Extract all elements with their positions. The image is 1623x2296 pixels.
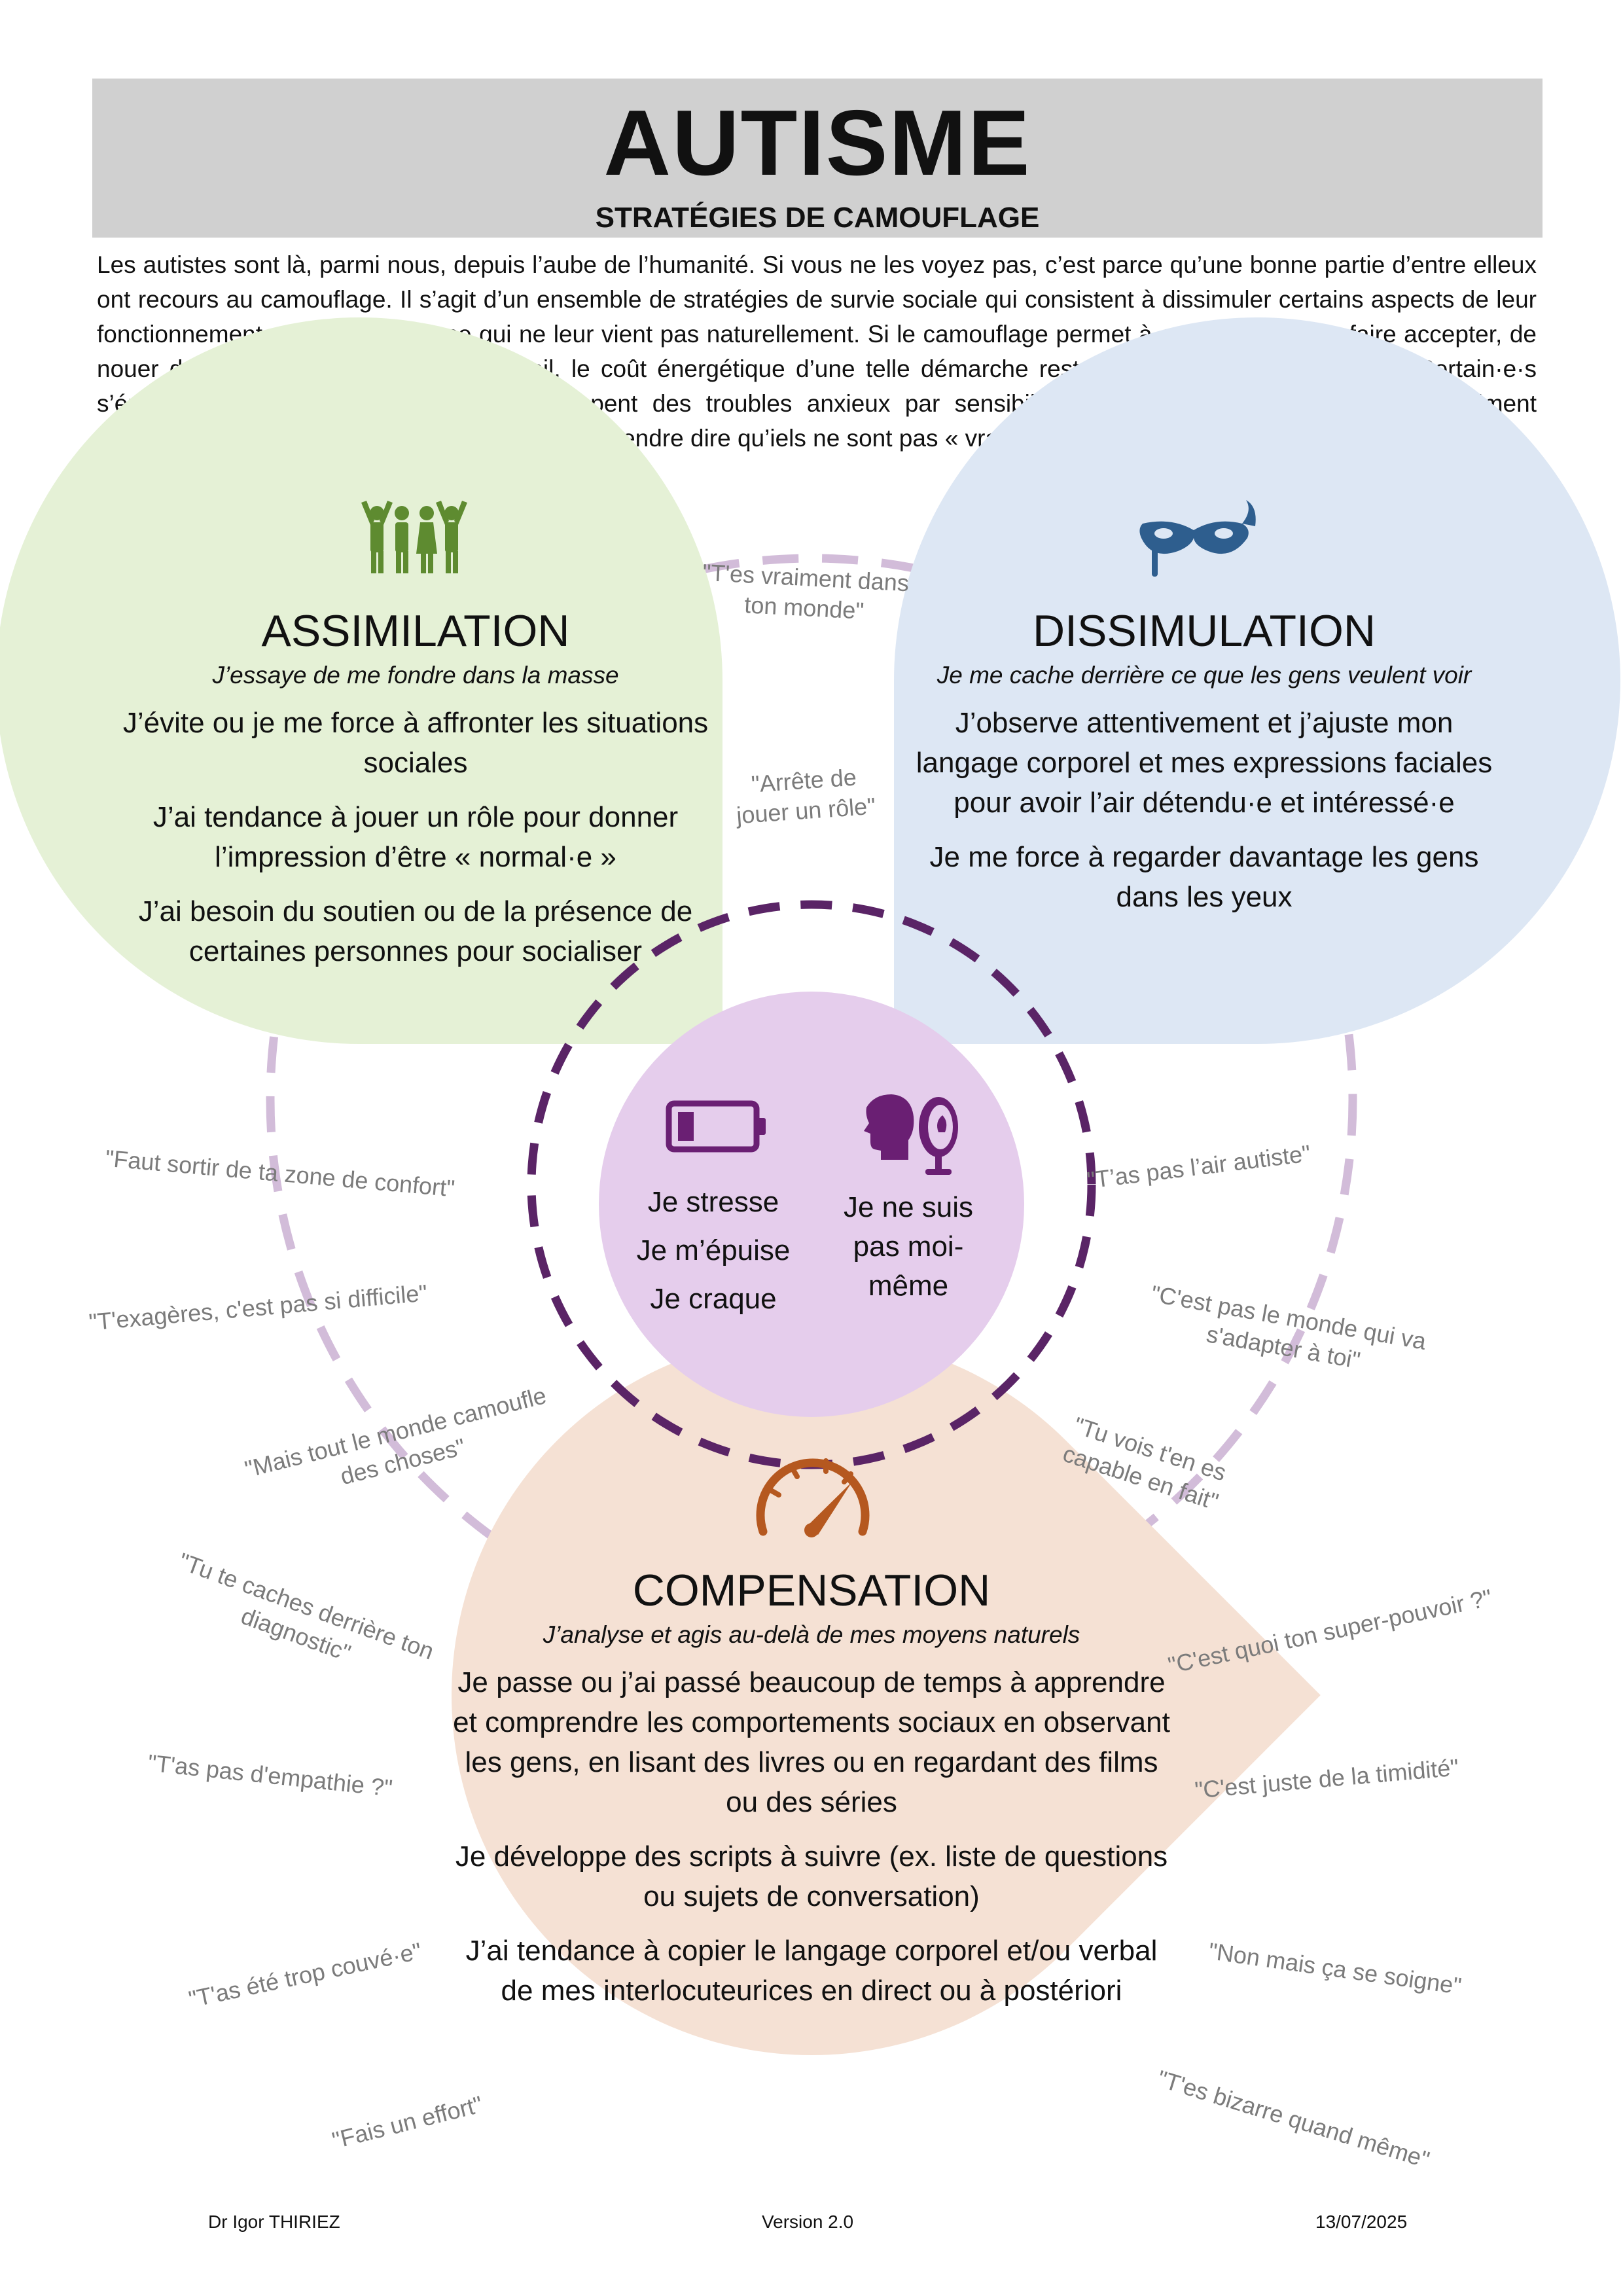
- compensation-item: J’ai tendance à copier le langage corpor…: [465, 1935, 1158, 2007]
- footer-version: Version 2.0: [762, 2212, 854, 2232]
- face-mirror-icon: [864, 1094, 958, 1175]
- quote-label: "T'es vraiment dans ton monde": [702, 558, 910, 624]
- center-circle: [599, 992, 1024, 1417]
- footer-author: Dr Igor THIRIEZ: [208, 2212, 340, 2232]
- page-subtitle: STRATÉGIES DE CAMOUFLAGE: [595, 202, 1040, 234]
- dissimulation-item: J’observe attentivement et j’ajuste mon …: [916, 707, 1493, 819]
- assimilation-subtitle: J’essaye de me fondre dans la masse: [212, 662, 619, 689]
- center-right-text: Je ne suis pas moi-même: [843, 1191, 974, 1302]
- header-banner: AUTISME STRATÉGIES DE CAMOUFLAGE: [92, 79, 1543, 238]
- speedometer-icon: [756, 1458, 870, 1537]
- dissimulation-subtitle: Je me cache derrière ce que les gens veu…: [936, 662, 1472, 689]
- dissimulation-shape: [894, 317, 1620, 1044]
- compensation-subtitle: J’analyse et agis au-delà de mes moyens …: [543, 1621, 1080, 1648]
- assimilation-block: ASSIMILATION J’essaye de me fondre dans …: [105, 605, 726, 971]
- center-line: Je craque: [650, 1283, 777, 1315]
- dissimulation-item: Je me force à regarder davantage les gen…: [929, 841, 1479, 913]
- dissimulation-block: DISSIMULATION Je me cache derrière ce qu…: [903, 605, 1505, 917]
- center-left-text: Je stresse Je m’épuise Je craque: [609, 1178, 818, 1323]
- assimilation-title: ASSIMILATION: [261, 606, 570, 656]
- compensation-block: COMPENSATION J’analyse et agis au-delà d…: [452, 1564, 1171, 2011]
- center-line: Je stresse: [647, 1186, 779, 1218]
- compensation-item: Je passe ou j’ai passé beaucoup de temps…: [453, 1666, 1170, 1818]
- battery-low-icon: [666, 1100, 766, 1153]
- page-title: AUTISME: [603, 91, 1031, 195]
- center-line: Je m’épuise: [636, 1234, 791, 1266]
- people-group-icon: [361, 501, 467, 573]
- assimilation-item: J’évite ou je me force à affronter les s…: [122, 707, 709, 779]
- compensation-item: Je développe des scripts à suivre (ex. l…: [455, 1840, 1168, 1912]
- mask-icon: [1139, 500, 1256, 577]
- compensation-shape: [452, 1335, 1321, 2055]
- compensation-title: COMPENSATION: [632, 1566, 991, 1615]
- footer-date: 13/07/2025: [1315, 2212, 1408, 2232]
- quote-label: "Arrête de jouer un rôle": [735, 763, 877, 829]
- assimilation-shape: [0, 317, 722, 1044]
- dissimulation-title: DISSIMULATION: [1033, 606, 1376, 656]
- assimilation-item: J’ai besoin du soutien ou de la présence…: [138, 895, 693, 967]
- assimilation-item: J’ai tendance à jouer un rôle pour donne…: [152, 801, 679, 873]
